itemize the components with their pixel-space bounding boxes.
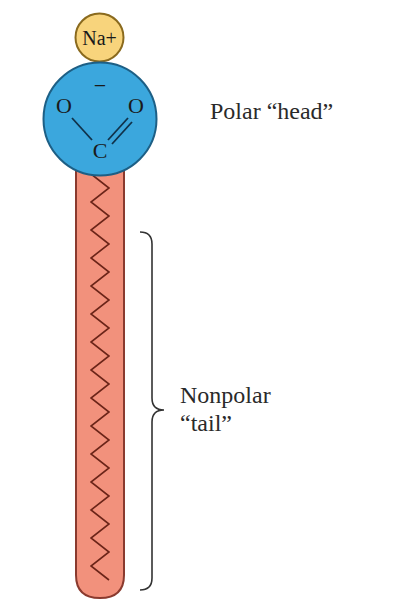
chemical-bond bbox=[72, 118, 92, 140]
circle-shape bbox=[44, 63, 157, 176]
oxygen-atom: O bbox=[128, 95, 144, 117]
tail-body bbox=[76, 150, 124, 598]
chemical-bond bbox=[112, 122, 132, 144]
tail-label: Nonpolar “tail” bbox=[180, 382, 300, 437]
carboxylate-head-circle: −O O C bbox=[42, 61, 158, 177]
hydrocarbon-chain bbox=[91, 160, 109, 580]
tail-bracket bbox=[140, 232, 164, 590]
sodium-ion-circle: Na+ bbox=[74, 12, 125, 63]
oxygen-atom: O bbox=[56, 95, 72, 117]
circle-shape bbox=[76, 14, 124, 62]
carbon-atom: C bbox=[93, 140, 108, 162]
head-label: Polar “head” bbox=[210, 98, 400, 126]
charge-sign: − bbox=[94, 75, 106, 97]
ion-symbol: Na+ bbox=[82, 28, 117, 48]
